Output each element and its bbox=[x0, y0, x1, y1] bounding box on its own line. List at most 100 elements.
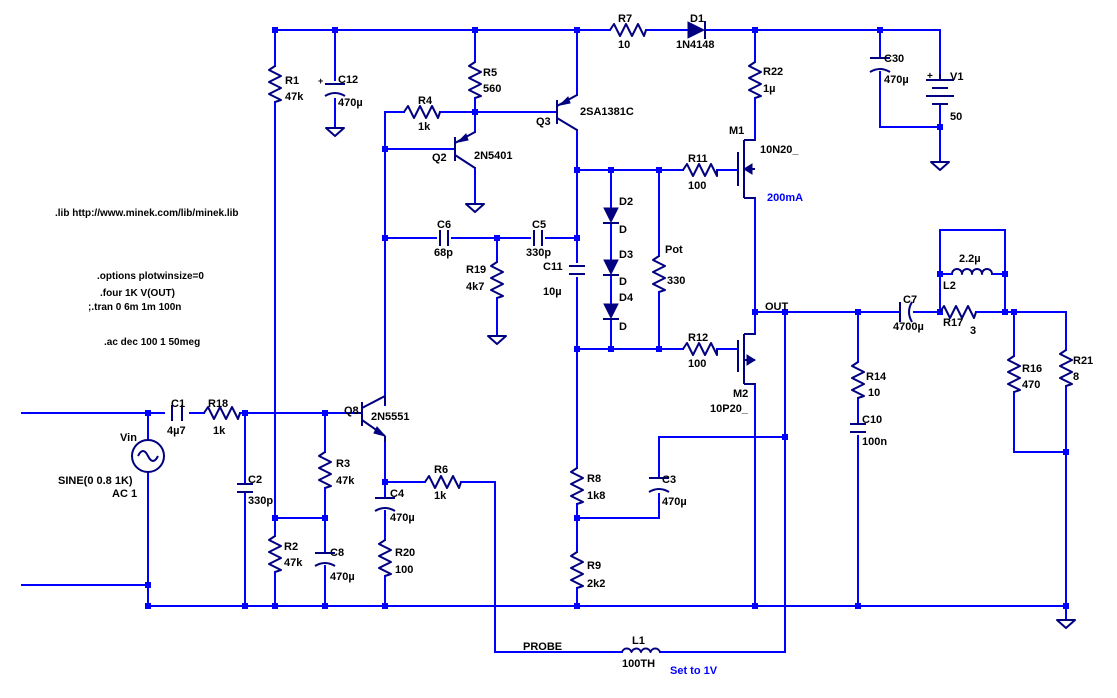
r9-symbol bbox=[570, 551, 584, 589]
r17-value: 3 bbox=[970, 325, 976, 337]
vin-value: SINE(0 0.8 1K) bbox=[58, 475, 133, 487]
r2-symbol bbox=[268, 535, 282, 573]
m2-value: 10P20_ bbox=[710, 403, 749, 415]
c4-symbol bbox=[374, 497, 396, 512]
junction-dot bbox=[877, 27, 883, 33]
q8-symbol bbox=[355, 395, 387, 442]
ground-icon bbox=[930, 161, 950, 171]
r5-value: 560 bbox=[483, 83, 501, 95]
r22-symbol bbox=[748, 61, 762, 99]
r18-name: R18 bbox=[208, 398, 228, 410]
junction-dot bbox=[752, 309, 758, 315]
r16-name: R16 bbox=[1022, 363, 1042, 375]
current-note: 200mA bbox=[767, 192, 803, 204]
c8-name: C8 bbox=[330, 547, 344, 559]
junction-dot bbox=[574, 515, 580, 521]
c12-value: 470µ bbox=[338, 97, 363, 109]
junction-dot bbox=[272, 515, 278, 521]
r1-value: 47k bbox=[285, 91, 304, 103]
r11-value: 100 bbox=[688, 180, 706, 192]
c10-value: 100n bbox=[862, 436, 887, 448]
r7-value: 10 bbox=[618, 39, 630, 51]
vin-ac: AC 1 bbox=[112, 488, 137, 500]
junction-dot bbox=[574, 603, 580, 609]
r17-symbol bbox=[939, 305, 977, 319]
junction-dot bbox=[272, 603, 278, 609]
junction-dot bbox=[574, 235, 580, 241]
r5-name: R5 bbox=[483, 67, 497, 79]
r20-value: 100 bbox=[395, 564, 413, 576]
v1-symbol: + bbox=[926, 71, 954, 105]
junction-dot bbox=[242, 603, 248, 609]
d1-symbol bbox=[687, 21, 706, 39]
c7-symbol bbox=[899, 301, 913, 323]
ground-icon bbox=[325, 127, 345, 137]
d2-name: D2 bbox=[619, 196, 633, 208]
r17-name: R17 bbox=[943, 317, 963, 329]
r22-name: R22 bbox=[763, 66, 783, 78]
d3-value: D bbox=[619, 276, 627, 288]
m2-symbol bbox=[737, 333, 756, 385]
r7-symbol bbox=[609, 23, 647, 37]
d2-symbol bbox=[603, 207, 619, 224]
c11-name: C11 bbox=[543, 261, 563, 273]
pot-symbol bbox=[652, 255, 666, 293]
c11-value: 10µ bbox=[543, 286, 562, 298]
c1-value: 4µ7 bbox=[167, 425, 186, 437]
tran-directive: ;.tran 0 6m 1m 100n bbox=[88, 302, 181, 313]
wires bbox=[21, 29, 1067, 653]
q3-symbol bbox=[556, 94, 578, 131]
junction-dot bbox=[1002, 309, 1008, 315]
c7-name: C7 bbox=[903, 294, 917, 306]
r3-symbol bbox=[318, 451, 332, 489]
r3-name: R3 bbox=[336, 458, 350, 470]
l1-value: 100TH bbox=[622, 658, 655, 670]
svg-text:+: + bbox=[318, 76, 323, 86]
c1-name: C1 bbox=[171, 398, 185, 410]
r12-value: 100 bbox=[688, 358, 706, 370]
c6-symbol bbox=[439, 230, 449, 246]
d4-value: D bbox=[619, 321, 627, 333]
r20-name: R20 bbox=[395, 547, 415, 559]
probe-net-label: PROBE bbox=[523, 641, 562, 653]
spice-directives: .lib http://www.minek.com/lib/minek.lib … bbox=[55, 208, 239, 348]
r6-name: R6 bbox=[434, 464, 448, 476]
r18-value: 1k bbox=[213, 425, 226, 437]
r8-name: R8 bbox=[587, 473, 601, 485]
d4-name: D4 bbox=[619, 292, 634, 304]
junction-dot bbox=[574, 167, 580, 173]
r16-value: 470 bbox=[1022, 379, 1040, 391]
q8-name: Q8 bbox=[344, 405, 359, 417]
r22-value: 1µ bbox=[763, 83, 775, 95]
r9-name: R9 bbox=[587, 560, 601, 572]
vin-name: Vin bbox=[120, 432, 137, 444]
r12-name: R12 bbox=[688, 332, 708, 344]
junction-dot bbox=[322, 410, 328, 416]
c2-name: C2 bbox=[248, 474, 262, 486]
junction-dot bbox=[1063, 449, 1069, 455]
junction-dot bbox=[574, 346, 580, 352]
r19-name: R19 bbox=[466, 264, 486, 276]
pot-value: 330 bbox=[667, 275, 685, 287]
set-note: Set to 1V bbox=[670, 665, 718, 677]
d3-name: D3 bbox=[619, 249, 633, 261]
junction-dot bbox=[937, 124, 943, 130]
c1-symbol bbox=[171, 405, 183, 421]
r3-value: 47k bbox=[336, 475, 355, 487]
junction-dot bbox=[782, 309, 788, 315]
junction-dot bbox=[1063, 603, 1069, 609]
junction-dot bbox=[382, 479, 388, 485]
vin-source-symbol bbox=[131, 439, 165, 473]
ground-icon bbox=[487, 335, 507, 345]
r6-value: 1k bbox=[434, 490, 447, 502]
ground-icon bbox=[1056, 619, 1076, 629]
c2-value: 330p bbox=[248, 495, 273, 507]
l2-name: L2 bbox=[943, 280, 956, 292]
c3-name: C3 bbox=[662, 474, 676, 486]
component-labels: R7 10 D1 1N4148 R1 47k C12 470µ R5 560 R… bbox=[58, 13, 1093, 670]
junction-dot bbox=[608, 167, 614, 173]
r8-symbol bbox=[570, 467, 584, 505]
c6-name: C6 bbox=[437, 219, 451, 231]
r14-value: 10 bbox=[868, 387, 880, 399]
